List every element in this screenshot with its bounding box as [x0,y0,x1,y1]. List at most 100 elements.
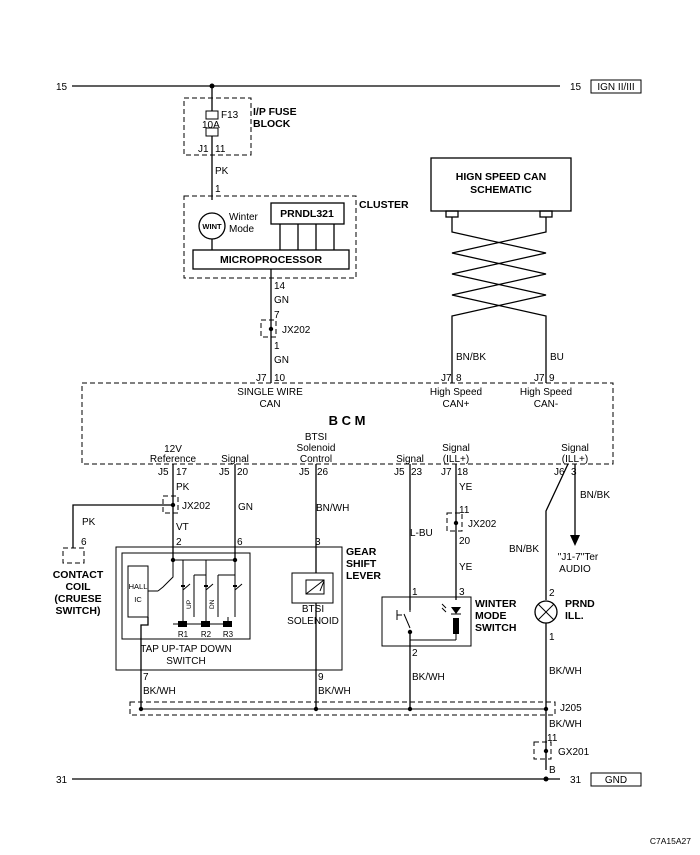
wire-gn-1: GN [274,295,289,306]
bcm-box [81,382,614,465]
wire-bkwh-5: BK/WH [549,719,582,730]
bcm-p3-label-1: BTSI [305,432,327,443]
bcm-p5-pin: 18 [457,467,469,478]
winter-switch-1: WINTER [475,598,517,610]
bcm-p5-label-2: (ILL+) [443,454,469,465]
wire-gn-2: GN [274,355,289,366]
winter-switch-box [381,596,472,647]
winter-pin-1: 1 [412,587,418,598]
top-rail-right-number: 15 [570,82,582,93]
bottom-rail-right-number: 31 [570,775,582,786]
figure-code: C7A15A27 [650,836,691,846]
wire-pk-coil: PK [82,517,96,528]
hall-label-1: HALL [129,582,148,591]
bcm-swc-label-1: SINGLE WIRE [237,387,303,398]
cluster-box [183,195,357,279]
bottom-rail-left-number: 31 [56,775,68,786]
can-schematic-1: HIGN SPEED CAN [456,171,546,183]
can-label-right-1: High Speed [520,387,572,398]
r1-label: R1 [178,630,189,639]
j205-name: J205 [560,703,582,714]
gx201-connector [533,741,552,760]
wire-ye-1: YE [459,482,473,493]
wire-bnwh: BN/WH [316,503,349,514]
gear-pin-2: 2 [176,537,182,548]
wire-bnbk-audio: BN/BK [580,490,610,501]
jx202-top-pin-top: 7 [274,310,280,321]
gx201-pin: 11 [547,733,558,744]
bcm-p6-pin: 3 [571,467,577,478]
fuse-rating: 10A [202,120,220,131]
tap-switch-1: TAP UP-TAP DOWN [140,644,232,655]
wire-pk-fuse: PK [215,166,229,177]
top-rail-left-number: 15 [56,82,68,93]
winter-pin-2: 2 [412,648,418,659]
can-schematic-2: SCHEMATIC [470,184,532,196]
r3-label: R3 [223,630,234,639]
bcm-p1-label-1: 12V [164,444,182,455]
jx202-right-connector [446,512,463,532]
bcm-swc-pin: 10 [274,373,286,384]
contact-coil-4: SWITCH) [56,605,101,617]
fuse-id: F13 [221,110,239,121]
ign-label: IGN II/III [597,82,634,93]
gnd-label-box [590,772,642,787]
jx202-top-pin-bottom: 1 [274,341,280,352]
jx202-right-pin-top: 11 [459,505,470,516]
jx202-right-pin-bottom: 20 [459,536,471,547]
wire-ye-2: YE [459,562,473,573]
winter-switch-3: SWITCH [475,622,516,634]
fuse-block-name-1: I/P FUSE [253,106,297,118]
wire-bkwh-1: BK/WH [143,686,176,697]
gear-shift-2: SHIFT [346,558,377,570]
wire-gn-signal: GN [238,502,253,513]
btsi-solenoid-box [291,572,334,604]
can-label-left-1: High Speed [430,387,482,398]
microprocessor-label: MICROPROCESSOR [220,254,323,266]
prndl-label: PRNDL321 [280,208,334,220]
bcm-p5-label-1: Signal [442,443,470,454]
bcm-p4-conn: J5 [394,467,405,478]
gear-shift-3: LEVER [346,570,381,582]
bcm-p6-label-1: Signal [561,443,589,454]
bcm-swc-conn: J7 [256,373,267,384]
contact-coil-1: CONTACT [53,569,104,581]
wire-can-right: BU [550,352,564,363]
bcm-swc-label-2: CAN [259,399,280,410]
jx202-mid-name: JX202 [182,501,211,512]
prndl-display-box [270,202,345,225]
bcm-p6-label-2: (ILL+) [562,454,588,465]
prnd-label-1: PRND [565,598,595,610]
cluster-pin-in: 1 [215,184,221,195]
winter-pin-3: 3 [459,587,465,598]
arrow-to-audio-icon [570,535,580,546]
gx201-name: GX201 [558,747,590,758]
winter-mode-2: Mode [229,224,254,235]
can-pin-left: 8 [456,373,462,384]
gear-pin-9: 9 [318,672,324,683]
fuse-symbol-top [205,110,219,120]
prnd-label-2: ILL. [565,610,584,622]
prnd-pin-1: 1 [549,632,555,643]
gear-pin-6: 6 [237,537,243,548]
contact-coil-connector [62,547,85,564]
bcm-p3-label-3: Control [300,454,332,465]
j205-connector [129,701,556,716]
contact-coil-2: COIL [65,581,91,593]
can-label-left-2: CAN+ [443,399,470,410]
coil-pin: 6 [81,537,87,548]
can-conn-right: J7 [534,373,545,384]
wire-bnbk-prnd: BN/BK [509,544,539,555]
resistor-r2 [201,621,210,627]
bcm-p2-pin: 20 [237,467,249,478]
solenoid-icon [305,579,325,595]
audio-label-1: "J1-7"Ter [558,552,599,563]
can-pin-right: 9 [549,373,555,384]
fuse-pin: 11 [215,144,226,155]
bcm-p6-conn: J6 [554,467,565,478]
bcm-p3-pin: 26 [317,467,329,478]
resistor-r1 [178,621,187,627]
r2-label: R2 [201,630,212,639]
prnd-pin-2: 2 [549,588,555,599]
